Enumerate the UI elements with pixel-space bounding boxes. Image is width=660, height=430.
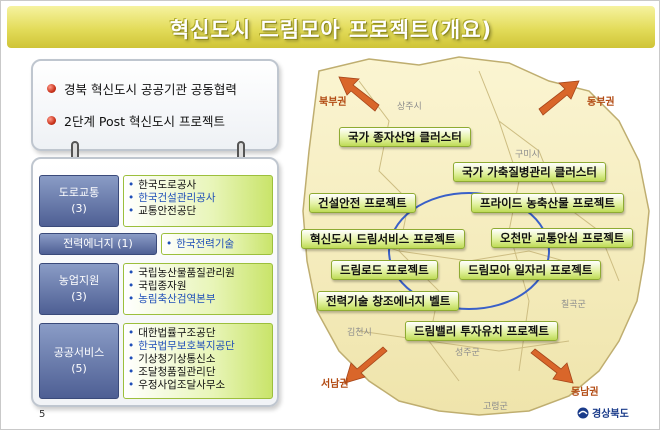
- arrow-northeast: [538, 80, 580, 116]
- project-dream-valley[interactable]: 드림밸리 투자유치 프로젝트: [405, 321, 558, 341]
- summary-text: 2단계 Post 혁신도시 프로젝트: [64, 114, 226, 129]
- arrow-southeast: [530, 348, 574, 384]
- province-emblem-icon: [577, 407, 589, 418]
- summary-bullet: 2단계 Post 혁신도시 프로젝트: [47, 111, 225, 130]
- agency-item: 국립농산물품질관리원: [128, 267, 268, 280]
- agency-list: 한국도로공사 한국건설관리공사 교통안전공단: [123, 175, 273, 227]
- agency-item: 한국법무보호복지공단: [128, 340, 268, 353]
- center-circle: [388, 192, 550, 310]
- category-label: 공공서비스 (5): [39, 323, 119, 399]
- agency-item: 우정사업조달사무소: [128, 379, 268, 392]
- project-pride-agri[interactable]: 프라이드 농축산물 프로젝트: [471, 193, 624, 213]
- arrow-southwest: [344, 346, 388, 384]
- region-southeast-label: 동남권: [571, 387, 599, 398]
- summary-bullet: 경북 혁신도시 공공기관 공동협력: [47, 79, 237, 98]
- group-public-service: 공공서비스 (5) 대한법률구조공단 한국법무보호복지공단 기상청기상통신소 조…: [39, 323, 273, 399]
- city-seongju: 성주군: [455, 348, 480, 358]
- summary-card: 경북 혁신도시 공공기관 공동협력 2단계 Post 혁신도시 프로젝트: [31, 59, 279, 151]
- project-traffic-safety[interactable]: 오천만 교통안심 프로젝트: [491, 228, 634, 248]
- city-goryeong: 고령군: [483, 402, 508, 412]
- agency-item: 기상청기상통신소: [128, 353, 268, 366]
- agency-item: 대한법률구조공단: [128, 327, 268, 340]
- category-label: 농업지원 (3): [39, 263, 119, 315]
- project-seed-cluster[interactable]: 국가 종자산업 클러스터: [339, 127, 471, 147]
- group-road-traffic: 도로교통 (3) 한국도로공사 한국건설관리공사 교통안전공단: [39, 175, 273, 227]
- agency-item: 한국전력기술: [166, 238, 268, 251]
- city-gimcheon: 김천시: [347, 328, 372, 338]
- project-livestock-cluster[interactable]: 국가 가축질병관리 클러스터: [453, 162, 606, 182]
- title-banner: 혁신도시 드림모아 프로젝트(개요): [7, 6, 655, 48]
- agency-item: 농림축산검역본부: [128, 293, 268, 306]
- page-title: 혁신도시 드림모아 프로젝트(개요): [169, 18, 493, 42]
- agency-list: 한국전력기술: [161, 233, 273, 255]
- region-southwest-label: 서남권: [321, 379, 349, 390]
- bullet-icon: [47, 84, 56, 93]
- region-north-label: 북부권: [319, 97, 347, 108]
- agency-item: 국립종자원: [128, 280, 268, 293]
- agency-list: 대한법률구조공단 한국법무보호복지공단 기상청기상통신소 조달청품질관리단 우정…: [123, 323, 273, 399]
- city-gumi: 구미시: [515, 150, 540, 160]
- bullet-icon: [47, 116, 56, 125]
- group-power-energy: 전력에너지 (1) 한국전력기술: [39, 233, 273, 255]
- summary-text: 경북 혁신도시 공공기관 공동협력: [64, 82, 237, 97]
- agency-list: 국립농산물품질관리원 국립종자원 농림축산검역본부: [123, 263, 273, 315]
- page-number: 5: [39, 409, 46, 420]
- arrow-northwest: [338, 76, 380, 112]
- category-label: 전력에너지 (1): [39, 233, 157, 255]
- province-logo: 경상북도: [577, 405, 629, 420]
- project-dream-road[interactable]: 드림로드 프로젝트: [331, 260, 438, 280]
- agency-item: 한국건설관리공사: [128, 192, 268, 205]
- logo-text: 경상북도: [592, 409, 629, 420]
- project-dream-service[interactable]: 혁신도시 드림서비스 프로젝트: [301, 229, 465, 249]
- city-chilgok: 칠곡군: [561, 300, 586, 310]
- region-east-label: 동부권: [587, 97, 615, 108]
- project-construction-safety[interactable]: 건설안전 프로젝트: [309, 193, 416, 213]
- project-dream-jobs[interactable]: 드림모아 일자리 프로젝트: [459, 260, 602, 280]
- agency-item: 교통안전공단: [128, 205, 268, 218]
- city-sangju: 상주시: [397, 102, 422, 112]
- agency-item: 한국도로공사: [128, 179, 268, 192]
- project-energy-belt[interactable]: 전력기술 창조에너지 벨트: [317, 291, 460, 311]
- category-label: 도로교통 (3): [39, 175, 119, 227]
- agencies-card: 도로교통 (3) 한국도로공사 한국건설관리공사 교통안전공단 전력에너지 (1…: [31, 157, 279, 407]
- district-border: [358, 330, 570, 352]
- agency-item: 조달청품질관리단: [128, 366, 268, 379]
- group-agriculture: 농업지원 (3) 국립농산물품질관리원 국립종자원 농림축산검역본부: [39, 263, 273, 315]
